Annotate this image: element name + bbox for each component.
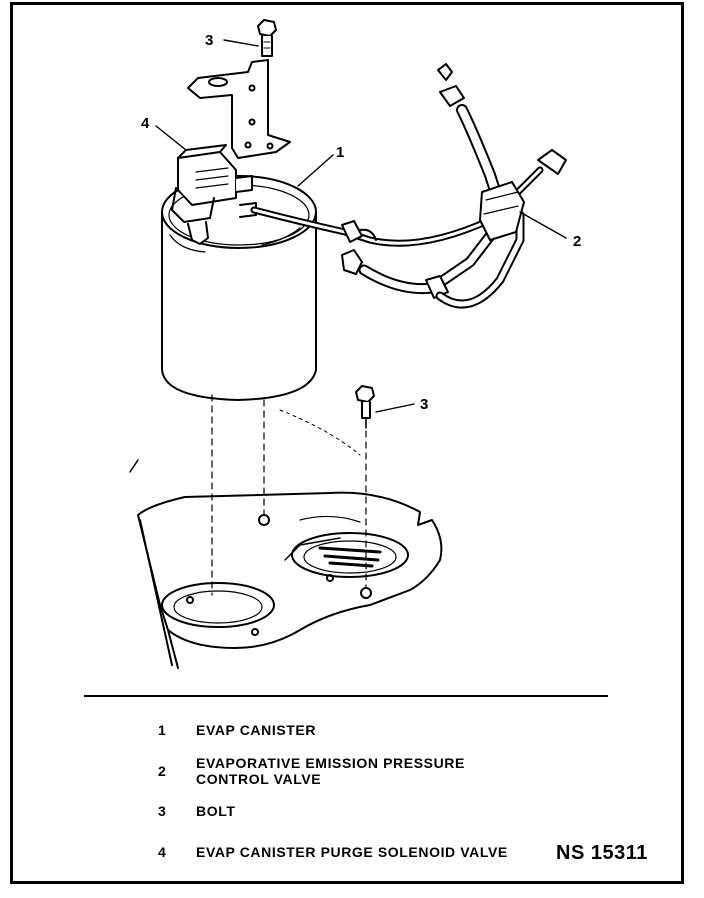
legend-number: 3 xyxy=(158,803,167,819)
callout-3-lower: 3 xyxy=(420,396,428,413)
figure-code: NS 15311 xyxy=(556,842,648,864)
legend-label: EVAP CANISTER xyxy=(196,722,317,738)
bolt-upper xyxy=(257,19,277,57)
leader-lines xyxy=(155,39,567,413)
bolt-lower xyxy=(355,385,375,429)
legend-number: 1 xyxy=(158,722,167,738)
purge-solenoid-valve xyxy=(171,144,257,245)
mounting-tray xyxy=(137,491,443,669)
diagram-frame xyxy=(10,2,684,884)
callout-1: 1 xyxy=(336,144,344,161)
legend-number: 4 xyxy=(158,844,167,860)
evap-canister xyxy=(161,175,317,401)
legend-label: EVAP CANISTER PURGE SOLENOID VALVE xyxy=(196,844,508,860)
legend-label: BOLT xyxy=(196,803,236,819)
legend-divider xyxy=(84,695,608,697)
callout-4: 4 xyxy=(141,115,150,132)
legend-label: EVAPORATIVE EMISSION PRESSURE xyxy=(196,755,465,771)
callout-2: 2 xyxy=(573,233,581,250)
upper-bracket xyxy=(187,59,291,159)
vapor-lines xyxy=(250,63,567,309)
legend-label-continued: CONTROL VALVE xyxy=(196,771,322,787)
callout-3-upper: 3 xyxy=(205,32,213,49)
pressure-control-valve xyxy=(479,181,525,241)
legend-number: 2 xyxy=(158,763,167,779)
